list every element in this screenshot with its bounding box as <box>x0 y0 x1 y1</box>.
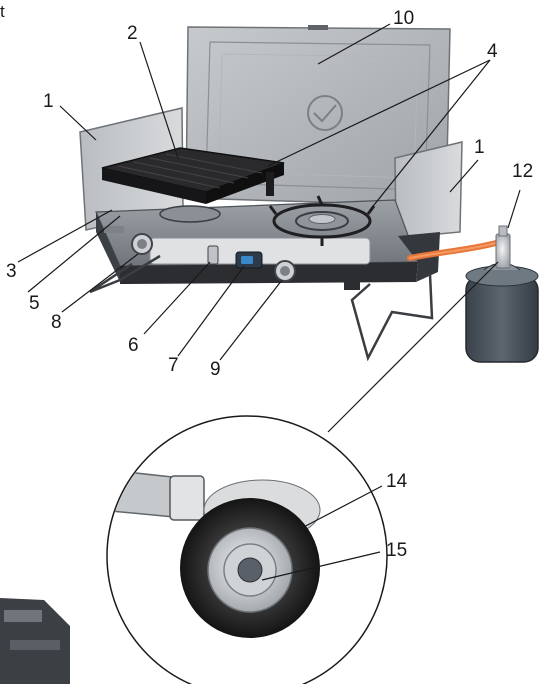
brand-badge <box>104 226 124 233</box>
detail-leader-line <box>327 261 499 433</box>
detail-magnified-view <box>106 415 388 684</box>
callout-leader-lines <box>17 23 521 581</box>
callout-1-left: 1 <box>43 91 54 112</box>
partial-product-image <box>0 598 70 684</box>
callout-8: 8 <box>51 312 62 333</box>
griddle-plate <box>101 147 285 204</box>
callout-2: 2 <box>127 23 138 44</box>
callout-1-right: 1 <box>474 137 485 158</box>
callout-14: 14 <box>386 471 408 492</box>
canister-connector <box>495 233 511 269</box>
callout-5: 5 <box>29 293 40 314</box>
lid-logo-emblem <box>307 95 343 131</box>
front-control-panel <box>104 226 296 282</box>
callout-12: 12 <box>512 161 534 182</box>
callout-4: 4 <box>487 41 498 62</box>
gas-canister <box>465 225 539 363</box>
callout-6: 6 <box>128 335 139 356</box>
callout-3: 3 <box>6 261 17 282</box>
right-burner <box>268 195 376 246</box>
lid-latch <box>308 25 328 30</box>
left-burner <box>159 205 221 223</box>
gas-hose <box>407 239 503 261</box>
callout-7: 7 <box>168 355 179 376</box>
callout-15: 15 <box>386 540 408 561</box>
edge-fragment-text: t <box>0 2 5 21</box>
callout-9: 9 <box>210 359 221 380</box>
callout-10: 10 <box>393 8 415 29</box>
folding-legs <box>89 254 434 362</box>
gas-regulator-lever <box>207 245 219 265</box>
